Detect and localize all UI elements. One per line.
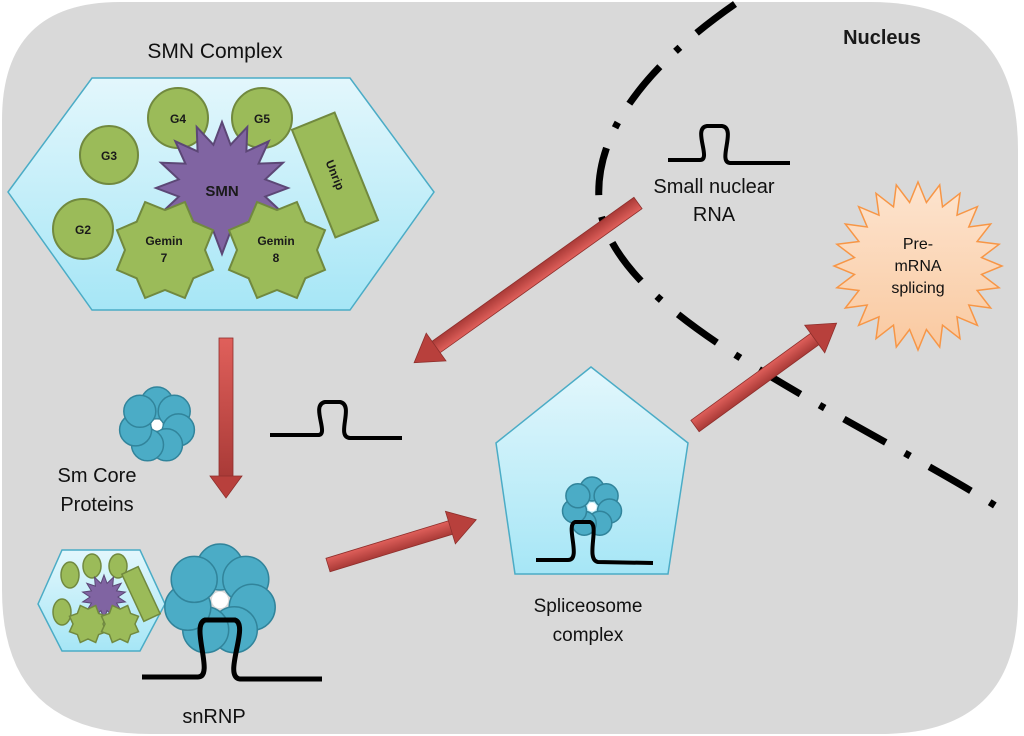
arrow-snrna-export: [413, 196, 643, 364]
g2-label: G2: [75, 223, 91, 237]
g3-label: G3: [101, 149, 117, 163]
sm-core-label-line1: Sm Core: [58, 465, 137, 487]
spliceosome-sm-core-protein-center: [587, 502, 597, 512]
pre-mrna-label-line2: mRNA: [894, 258, 941, 275]
snrnp-sm-core: [164, 543, 276, 654]
snrnp-rna: [142, 617, 322, 682]
g4-label: G4: [170, 112, 186, 126]
snrnp-smn-complex-mini: [37, 549, 166, 652]
g3-protein: [79, 125, 139, 185]
sm-core-proteins: [118, 386, 196, 462]
sm-core-protein-subunit: [123, 394, 157, 429]
snrnp-sm-core-protein-center: [211, 591, 229, 609]
pre-mrna-label-line3: splicing: [891, 280, 944, 297]
nuclear-membrane: [595, 1, 1004, 513]
snrna-cytoplasm: [270, 400, 402, 440]
smn-complex-title: SMN Complex: [147, 40, 283, 63]
spliceosome-label-line1: Spliceosome: [534, 596, 643, 617]
sm-core-label-line2: Proteins: [60, 494, 133, 516]
nucleus-label: Nucleus: [843, 27, 921, 49]
gemin7-label-line2: 7: [161, 251, 168, 265]
spliceosome-label-line2: complex: [553, 625, 624, 646]
gemin8-label-line2: 8: [273, 251, 280, 265]
small-nuclear-rna-label-line1: Small nuclear: [653, 176, 775, 198]
spliceosome-sm-core-protein-subunit: [565, 483, 591, 509]
gemin8-protein: [227, 200, 327, 300]
snrna-nucleus: [668, 124, 790, 165]
smn-label: SMN: [205, 183, 238, 200]
arrow-snrnp-to-spliceosome: [325, 510, 477, 573]
arrow-smn-to-snrnp: [209, 337, 243, 499]
spliceosome-rna: [536, 520, 654, 565]
arrow-spliceosome-to-splicing: [690, 322, 838, 433]
sm-core-protein-center: [151, 419, 163, 431]
pre-mrna-splicing-burst: [832, 180, 1004, 352]
snrnp-label: snRNP: [182, 706, 245, 728]
gemin7-label-line1: Gemin: [145, 234, 182, 248]
pre-mrna-label-line1: Pre-: [903, 236, 933, 253]
gemin7-protein: [115, 200, 215, 300]
g5-label: G5: [254, 112, 270, 126]
smn-complex: G3 G2 G4 G5 Unrip SMN Gemin 7 Gemin 8: [7, 77, 435, 311]
snrnp-sm-core-protein-subunit: [170, 555, 218, 604]
small-nuclear-rna-label-line2: RNA: [693, 204, 736, 226]
g2-protein: [52, 198, 114, 260]
gemin8-label-line1: Gemin: [257, 234, 294, 248]
spliceosome-pentagon: [495, 366, 689, 575]
unrip-protein: Unrip: [290, 111, 380, 239]
